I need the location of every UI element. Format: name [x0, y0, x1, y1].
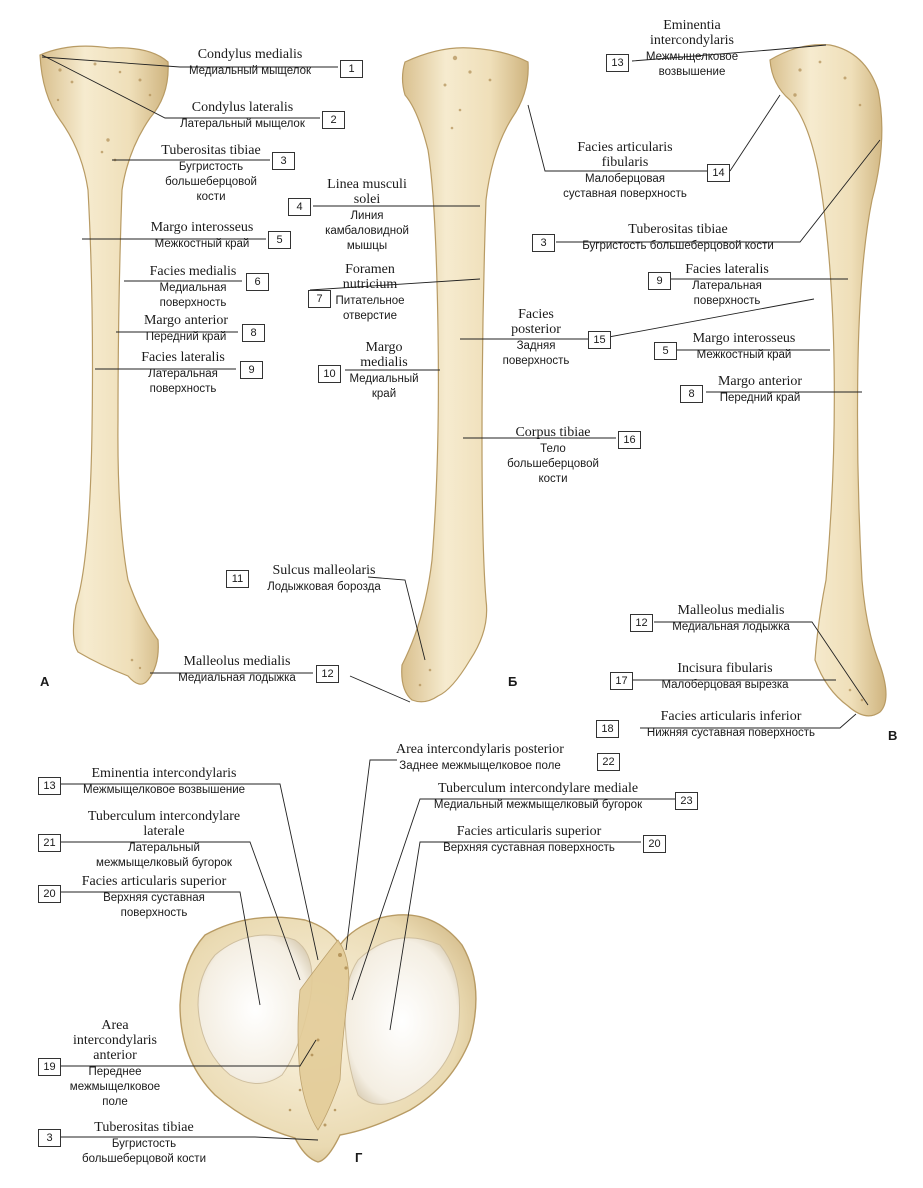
- number-box: 10: [318, 365, 341, 383]
- number-box: 8: [680, 385, 703, 403]
- number-box: 1: [340, 60, 363, 78]
- number-box: 6: [246, 273, 269, 291]
- number-box: 8: [242, 324, 265, 342]
- intercondylar-area: [297, 939, 350, 1131]
- bone-lateral-view: [769, 43, 887, 717]
- bone-anterior-view: [39, 45, 169, 685]
- number-box: 23: [675, 792, 698, 810]
- bone-texture-posterior: [418, 55, 492, 687]
- number-box: 9: [648, 272, 671, 290]
- number-box: 22: [597, 753, 620, 771]
- number-box: 13: [606, 54, 629, 72]
- number-box: 3: [38, 1129, 61, 1147]
- number-box: 18: [596, 720, 619, 738]
- number-box: 2: [322, 111, 345, 129]
- number-box: 5: [654, 342, 677, 360]
- view-letter-v: В: [888, 728, 898, 743]
- leader-lines: [41, 44, 881, 1141]
- view-letter-g: Г: [355, 1150, 363, 1165]
- number-box: 16: [618, 431, 641, 449]
- number-box: 19: [38, 1058, 61, 1076]
- number-box: 13: [38, 777, 61, 795]
- number-box: 7: [308, 290, 331, 308]
- lateral-articular-facet: [197, 934, 313, 1084]
- number-box: 5: [268, 231, 291, 249]
- bone-texture-anterior: [56, 62, 152, 670]
- number-box: 3: [272, 152, 295, 170]
- number-box: 17: [610, 672, 633, 690]
- number-box: 20: [643, 835, 666, 853]
- number-box: 15: [588, 331, 611, 349]
- number-box: 20: [38, 885, 61, 903]
- bone-texture-lateral: [793, 60, 864, 702]
- plateau-texture: [288, 953, 348, 1127]
- number-box: 3: [532, 234, 555, 252]
- number-box: 9: [240, 361, 263, 379]
- number-box: 4: [288, 198, 311, 216]
- number-box: 12: [316, 665, 339, 683]
- view-letter-b: Б: [508, 674, 518, 689]
- number-box: 11: [226, 570, 249, 588]
- view-letter-a: А: [40, 674, 50, 689]
- bone-posterior-view: [401, 47, 529, 703]
- number-box: 12: [630, 614, 653, 632]
- number-box: 14: [707, 164, 730, 182]
- number-box: 21: [38, 834, 61, 852]
